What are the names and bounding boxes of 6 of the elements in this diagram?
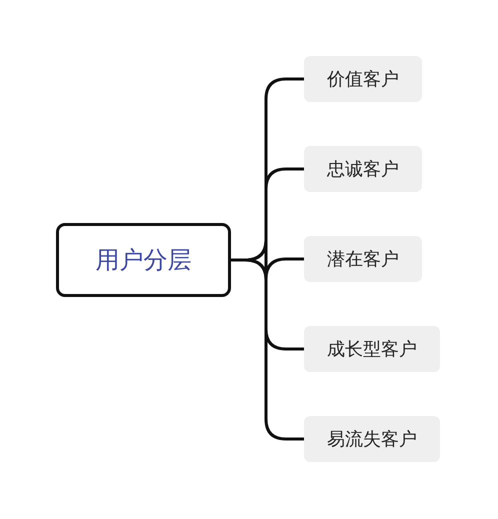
category-box: 忠诚客户 — [304, 146, 422, 192]
category-box: 价值客户 — [304, 56, 422, 102]
category-box: 潜在客户 — [304, 236, 422, 282]
category-box: 成长型客户 — [304, 326, 440, 372]
category-box: 易流失客户 — [304, 416, 440, 462]
topic-box: 用户分层 — [56, 223, 231, 297]
